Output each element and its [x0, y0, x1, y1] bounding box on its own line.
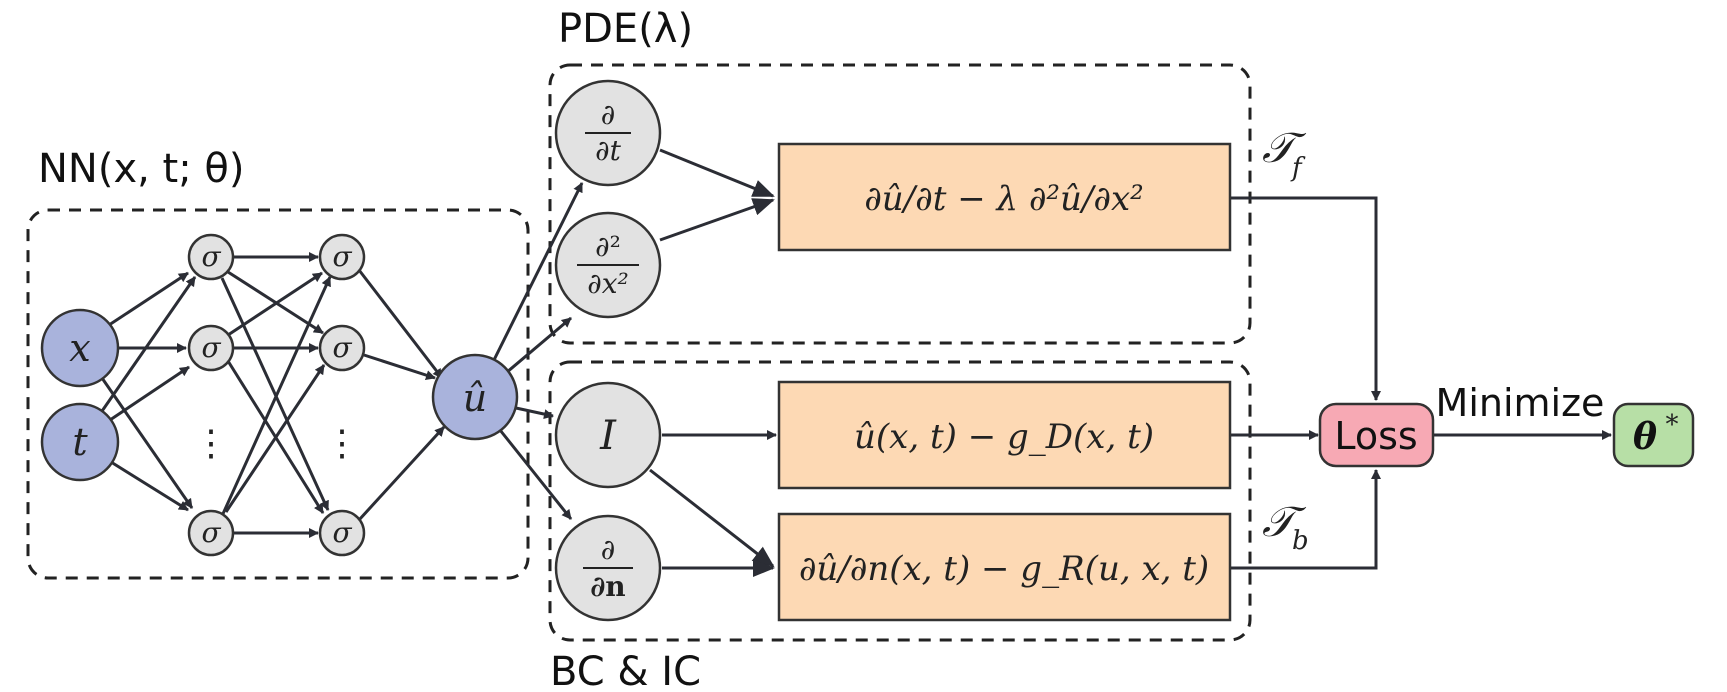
svg-text:Loss: Loss: [1334, 414, 1417, 458]
nn-group-label: NN(x, t; θ): [38, 146, 245, 192]
operator-node-identity: I: [554, 381, 662, 489]
nn-edges: [98, 182, 584, 538]
svg-text:∂: ∂: [601, 533, 615, 566]
loss-box: Loss: [1318, 402, 1435, 468]
svg-text:∂t: ∂t: [595, 134, 621, 167]
minimize-label: Minimize: [1436, 381, 1605, 425]
robin-residual-box: ∂û/∂n(x, t) − g_R(u, x, t): [777, 512, 1232, 622]
hidden-node-l2-1: σ: [318, 233, 366, 281]
pde-group-box: [548, 63, 1252, 345]
svg-text:x: x: [69, 326, 90, 370]
svg-text:b: b: [1292, 526, 1309, 556]
operator-node-dn: ∂ ∂n: [554, 514, 662, 622]
svg-text:*: *: [1666, 410, 1679, 440]
loss-edges: [1230, 196, 1612, 570]
hidden-node-l2-2: σ: [318, 324, 366, 372]
svg-text:∂û/∂n(x, t) − g_R(u, x, t): ∂û/∂n(x, t) − g_R(u, x, t): [799, 549, 1209, 589]
pde-group-label: PDE(λ): [558, 6, 693, 52]
svg-text:f: f: [1290, 153, 1306, 183]
nn-group-box: [26, 208, 530, 580]
hidden-node-l1-1: σ: [187, 233, 235, 281]
svg-text:σ: σ: [201, 331, 221, 364]
svg-text:∂n: ∂n: [590, 570, 625, 603]
svg-text:∂: ∂: [601, 98, 615, 131]
svg-text:û(x, t) − g_D(x, t): û(x, t) − g_D(x, t): [854, 417, 1154, 457]
svg-text:σ: σ: [201, 516, 221, 549]
training-set-tf: 𝒯 f: [1262, 123, 1307, 183]
svg-text:∂û/∂t − λ ∂²û/∂x²: ∂û/∂t − λ ∂²û/∂x²: [864, 179, 1144, 219]
bc-group-box: [548, 360, 1252, 642]
training-set-tb: 𝒯 b: [1262, 497, 1309, 556]
hidden-node-l2-3: σ: [318, 509, 366, 557]
operator-node-dxx: ∂² ∂x²: [554, 211, 662, 319]
svg-text:∂²: ∂²: [595, 230, 621, 263]
svg-text:σ: σ: [332, 516, 352, 549]
hidden-dots-l2: ⋮: [324, 423, 360, 464]
dirichlet-residual-box: û(x, t) − g_D(x, t): [777, 380, 1232, 490]
hidden-node-l1-2: σ: [187, 324, 235, 372]
svg-text:σ: σ: [201, 240, 221, 273]
svg-text:t: t: [72, 420, 88, 464]
input-node-t: t: [40, 402, 120, 482]
input-node-x: x: [40, 308, 120, 388]
hidden-dots-l1: ⋮: [193, 423, 229, 464]
operator-edges: [649, 148, 777, 577]
hidden-node-l1-3: σ: [187, 509, 235, 557]
svg-text:û: û: [463, 376, 487, 420]
svg-text:∂x²: ∂x²: [587, 267, 629, 300]
svg-text:σ: σ: [332, 240, 352, 273]
svg-text:σ: σ: [332, 331, 352, 364]
svg-text:θ: θ: [1633, 416, 1657, 458]
pde-residual-box: ∂û/∂t − λ ∂²û/∂x²: [777, 142, 1232, 252]
output-node-u-hat: û: [431, 353, 519, 441]
bc-group-label: BC & IC: [550, 649, 701, 692]
svg-text:I: I: [599, 413, 617, 459]
result-box: θ *: [1612, 402, 1695, 468]
operator-node-dt: ∂ ∂t: [554, 79, 662, 187]
